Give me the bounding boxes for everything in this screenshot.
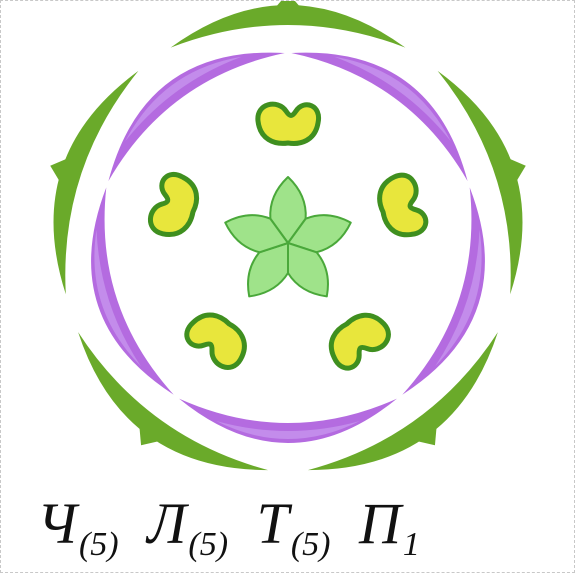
- petal-highlight: [94, 229, 141, 367]
- stamen: [328, 312, 391, 371]
- stamen: [147, 172, 200, 237]
- formula-pistil-count: 1: [402, 526, 420, 563]
- sepal-spur: [271, 1, 305, 12]
- sepal-arc: [307, 332, 498, 471]
- stamen-ring: [147, 101, 429, 371]
- stamen-anther: [255, 101, 322, 146]
- petal-highlight: [435, 229, 482, 367]
- sepal-spur: [50, 156, 73, 187]
- petal-ring: [91, 52, 485, 443]
- formula-pistil: П1: [359, 489, 420, 568]
- formula-stamens-letter: Т: [256, 491, 289, 556]
- formula-calyx: Ч(5): [37, 489, 119, 568]
- sepal-arc: [170, 5, 406, 48]
- stamen: [184, 312, 247, 370]
- formula-pistil-letter: П: [358, 491, 401, 556]
- pistil-seam: [269, 218, 289, 244]
- formula-stamens-count: (5): [290, 526, 331, 563]
- flower-diagram-svg: [50, 1, 526, 471]
- petal-highlight: [216, 421, 360, 439]
- floral-formula: Ч(5) Л(5) Т(5) П1: [37, 489, 557, 563]
- sepal-arc: [437, 70, 523, 295]
- petal-arc: [179, 398, 397, 443]
- sepal-ring: [50, 1, 526, 471]
- pistil-lobe: [287, 214, 352, 254]
- pistil-lobe: [247, 242, 289, 298]
- sepal-spur: [503, 156, 526, 187]
- sepal-arc: [78, 332, 269, 471]
- formula-corolla: Л(5): [147, 489, 228, 568]
- formula-stamens: Т(5): [257, 489, 331, 568]
- formula-corolla-letter: Л: [147, 491, 187, 556]
- formula-calyx-count: (5): [78, 526, 119, 563]
- pistil-lobe: [224, 214, 289, 254]
- stamen-anther: [377, 172, 429, 238]
- pistil-lobe: [287, 242, 329, 298]
- pistil-lobe: [269, 176, 307, 244]
- formula-corolla-count: (5): [188, 526, 229, 563]
- stamen-anther: [184, 312, 247, 370]
- stamen-anther: [147, 172, 200, 237]
- stamen-anther: [328, 312, 391, 371]
- pistil: [224, 176, 352, 298]
- sepal-arc: [53, 70, 139, 295]
- sepal-spur: [410, 420, 438, 446]
- sepal-spur: [138, 420, 166, 446]
- stamen: [377, 172, 429, 238]
- formula-calyx-letter: Ч: [37, 491, 77, 556]
- stamen: [255, 101, 322, 146]
